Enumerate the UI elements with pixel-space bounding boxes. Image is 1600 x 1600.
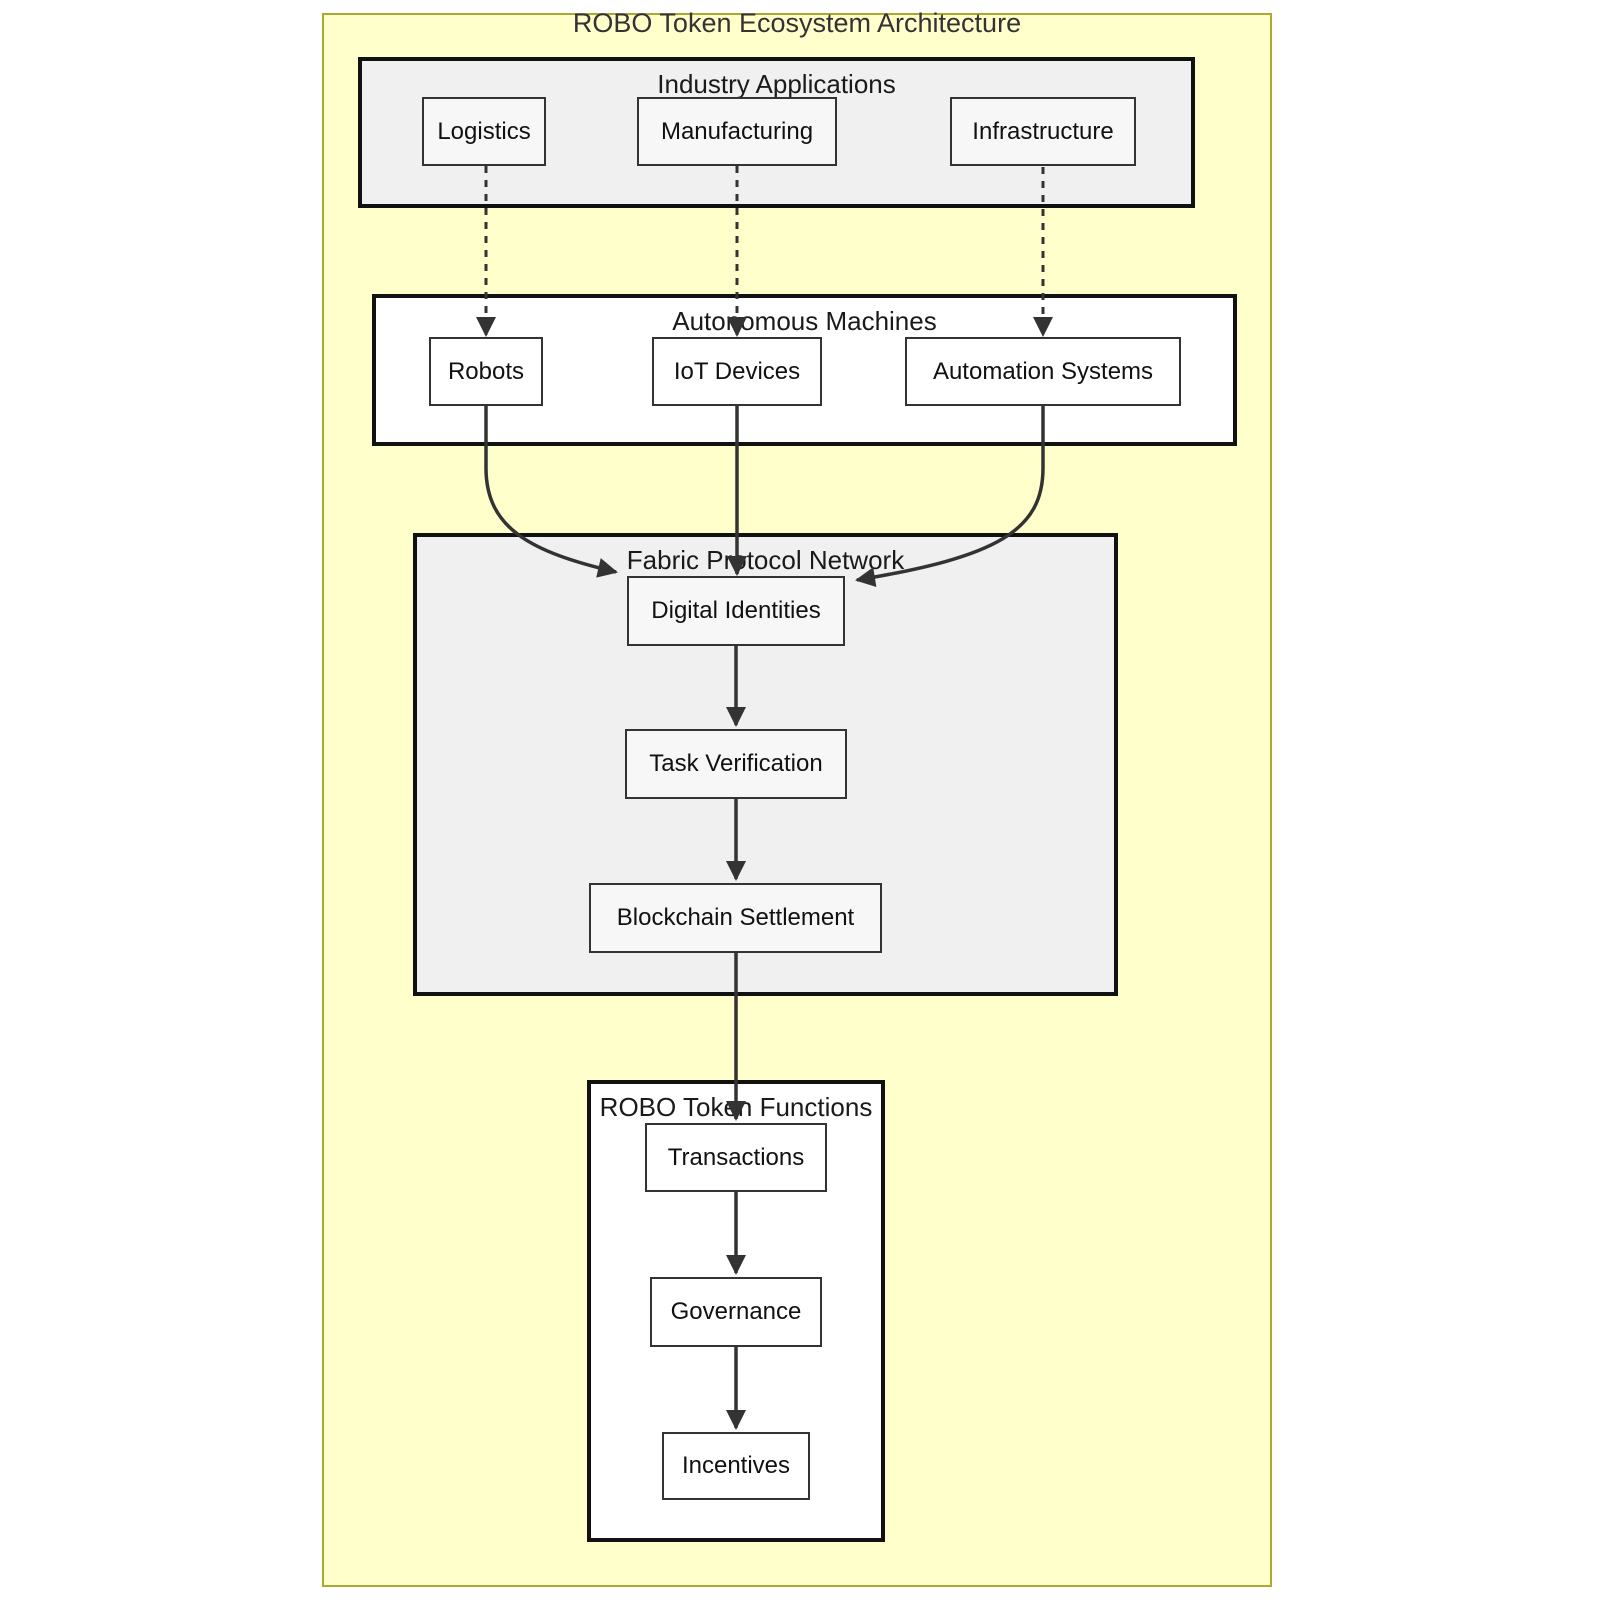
node-digital-identities: Digital Identities	[627, 576, 845, 646]
node-transactions: Transactions	[645, 1123, 827, 1192]
diagram-title: ROBO Token Ecosystem Architecture	[572, 8, 1022, 38]
node-blockchain-settlement: Blockchain Settlement	[589, 883, 882, 953]
node-automation-systems: Automation Systems	[905, 337, 1181, 406]
cluster-autonomous-machines-label: Autonomous Machines	[672, 306, 937, 336]
node-iot-devices: IoT Devices	[652, 337, 822, 406]
node-incentives: Incentives	[662, 1432, 810, 1500]
cluster-fabric-protocol-network-label: Fabric Protocol Network	[626, 545, 905, 575]
cluster-robo-token-functions-label: ROBO Token Functions	[599, 1092, 873, 1122]
node-robots: Robots	[429, 337, 543, 406]
node-governance: Governance	[650, 1277, 822, 1347]
node-manufacturing: Manufacturing	[637, 97, 837, 166]
node-infrastructure: Infrastructure	[950, 97, 1136, 166]
cluster-industry-applications-label: Industry Applications	[657, 69, 896, 99]
node-task-verification: Task Verification	[625, 729, 847, 799]
node-logistics: Logistics	[422, 97, 546, 166]
